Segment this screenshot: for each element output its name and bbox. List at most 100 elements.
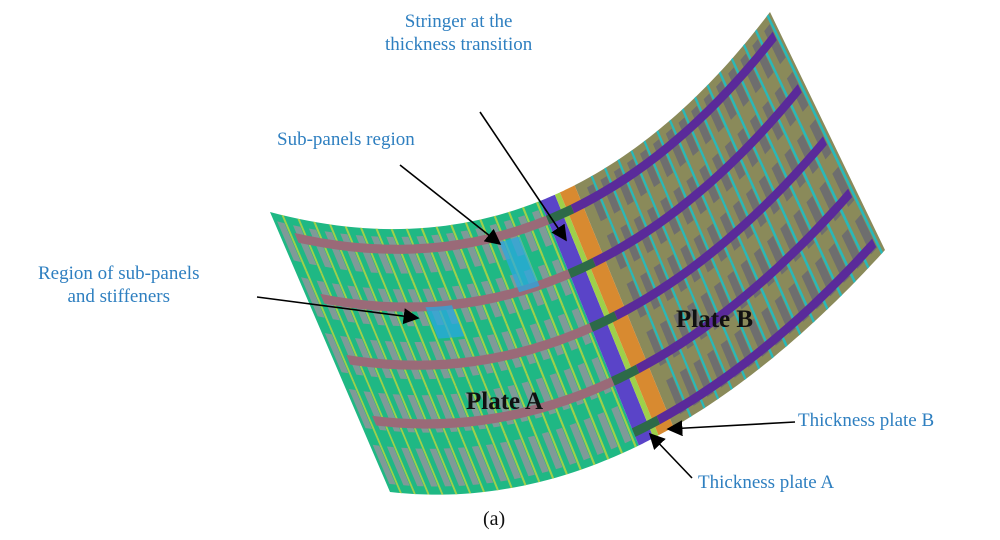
stiffener [297,218,323,275]
plate-b-sub-panel [627,158,647,197]
stiffener [766,14,792,64]
label-region-sub-panels-stiffeners: Region of sub-panels and stiffeners [38,262,199,308]
label-thickness-plate-a: Thickness plate A [698,472,835,493]
stiffener [390,438,416,495]
stiffener [789,61,815,112]
plate-a-sub-panel [513,439,535,477]
stiffener [405,228,429,281]
annotation-arrow [666,420,796,437]
plate-a-sub-panel [527,435,549,473]
annotation-arrow [399,164,502,245]
stiffener [475,437,499,491]
stiffener [531,427,555,479]
sub-panels-region-highlight [499,236,540,293]
plate-b-sub-panel [678,117,699,156]
stiffener [670,245,693,295]
plate-b-sub-panel [752,39,774,79]
stiffener [329,224,354,279]
plate-b-stringer [635,188,853,374]
plate-a-sub-panel [399,341,422,380]
stiffener [435,226,459,278]
stiffener [376,437,402,494]
plate-b-sub-panel [680,244,701,283]
stiffener [656,130,679,180]
label-thickness-plate-b: Thickness plate B [798,410,935,431]
stiffener [669,119,692,169]
plate-a-sub-panel [429,448,452,487]
stiffener [615,397,637,448]
stiffener [403,334,428,388]
stiffener [375,228,400,282]
transition-stringer [589,311,618,332]
stiffener [743,43,767,94]
stiffener [489,436,513,489]
plate-b-stringer [614,136,827,320]
stiffener [360,227,384,281]
stiffener [643,140,666,190]
stiffener [706,84,730,134]
transition-stringer [631,415,660,437]
label-stringer-transition: Stringer at the thickness transition [385,10,532,56]
stiffener [313,221,339,277]
stiffener [374,332,399,387]
plate-a-sub-panel [277,221,301,263]
stiffener [604,167,626,217]
stiffener [328,326,355,383]
stiffener [590,175,613,225]
stiffener [433,440,458,495]
stiffener [761,166,786,216]
stiffener [464,222,488,274]
plate-b-stringer [592,84,802,267]
stiffener [281,214,308,271]
annotation-arrow [479,111,567,242]
plate-a-sub-panel [471,446,494,484]
plate-b-sub-panel [587,184,608,222]
stiffener [718,71,743,121]
plate-a-stringer [294,215,550,254]
plate-b-sub-panel [703,93,725,133]
stiffener [503,433,527,486]
plate-a-sub-panel [372,444,396,485]
plate-b-sub-panel [653,139,674,178]
plate-a-sub-panel [443,448,466,486]
plate-b-sub-panel [640,149,661,188]
plate-b-sub-panel [771,162,793,202]
plate-a-sub-panel [386,446,410,486]
plate-a-label: Plate A [466,388,544,415]
label-line-2: and stiffeners [67,286,171,307]
plate-a-sub-panel [301,277,325,318]
plate-a-sub-panel [415,448,438,487]
figure-caption: (a) [483,508,506,530]
plate-a-sub-panel [501,331,522,368]
stiffener [617,159,640,209]
stiffener [522,207,544,257]
plate-a-stringer [372,377,615,429]
plate-b-sub-panel [764,24,786,65]
stiffener [390,229,414,282]
plate-a-sub-panel [583,417,604,455]
plate-a-sub-panel [499,441,521,480]
plate-a-sub-panel [472,336,494,374]
plate-b-label: Plate B [676,306,754,333]
transition-stringer [567,258,596,278]
label-line-1: Region of sub-panels [38,263,200,284]
plate-a-sub-panel [485,444,508,482]
plate-a-sub-panel [457,447,480,485]
plate-b-sub-panel [716,80,737,120]
stiffener [587,409,610,460]
plate-a-sub-panel [569,423,590,461]
stiffener [344,226,369,281]
stiffener [559,419,582,471]
sub-panels-stiffeners-highlight [425,305,465,339]
plate-a-stringer [346,323,593,370]
stiffener [601,403,623,454]
plate-b-sub-panel [740,53,762,94]
stiffener [731,57,755,108]
plate-a-sub-panel [541,431,563,470]
plate-b-sub-panel [728,67,750,107]
plate-a-sub-panel [348,388,373,429]
stiffener [630,150,653,200]
stiffener [447,440,472,494]
